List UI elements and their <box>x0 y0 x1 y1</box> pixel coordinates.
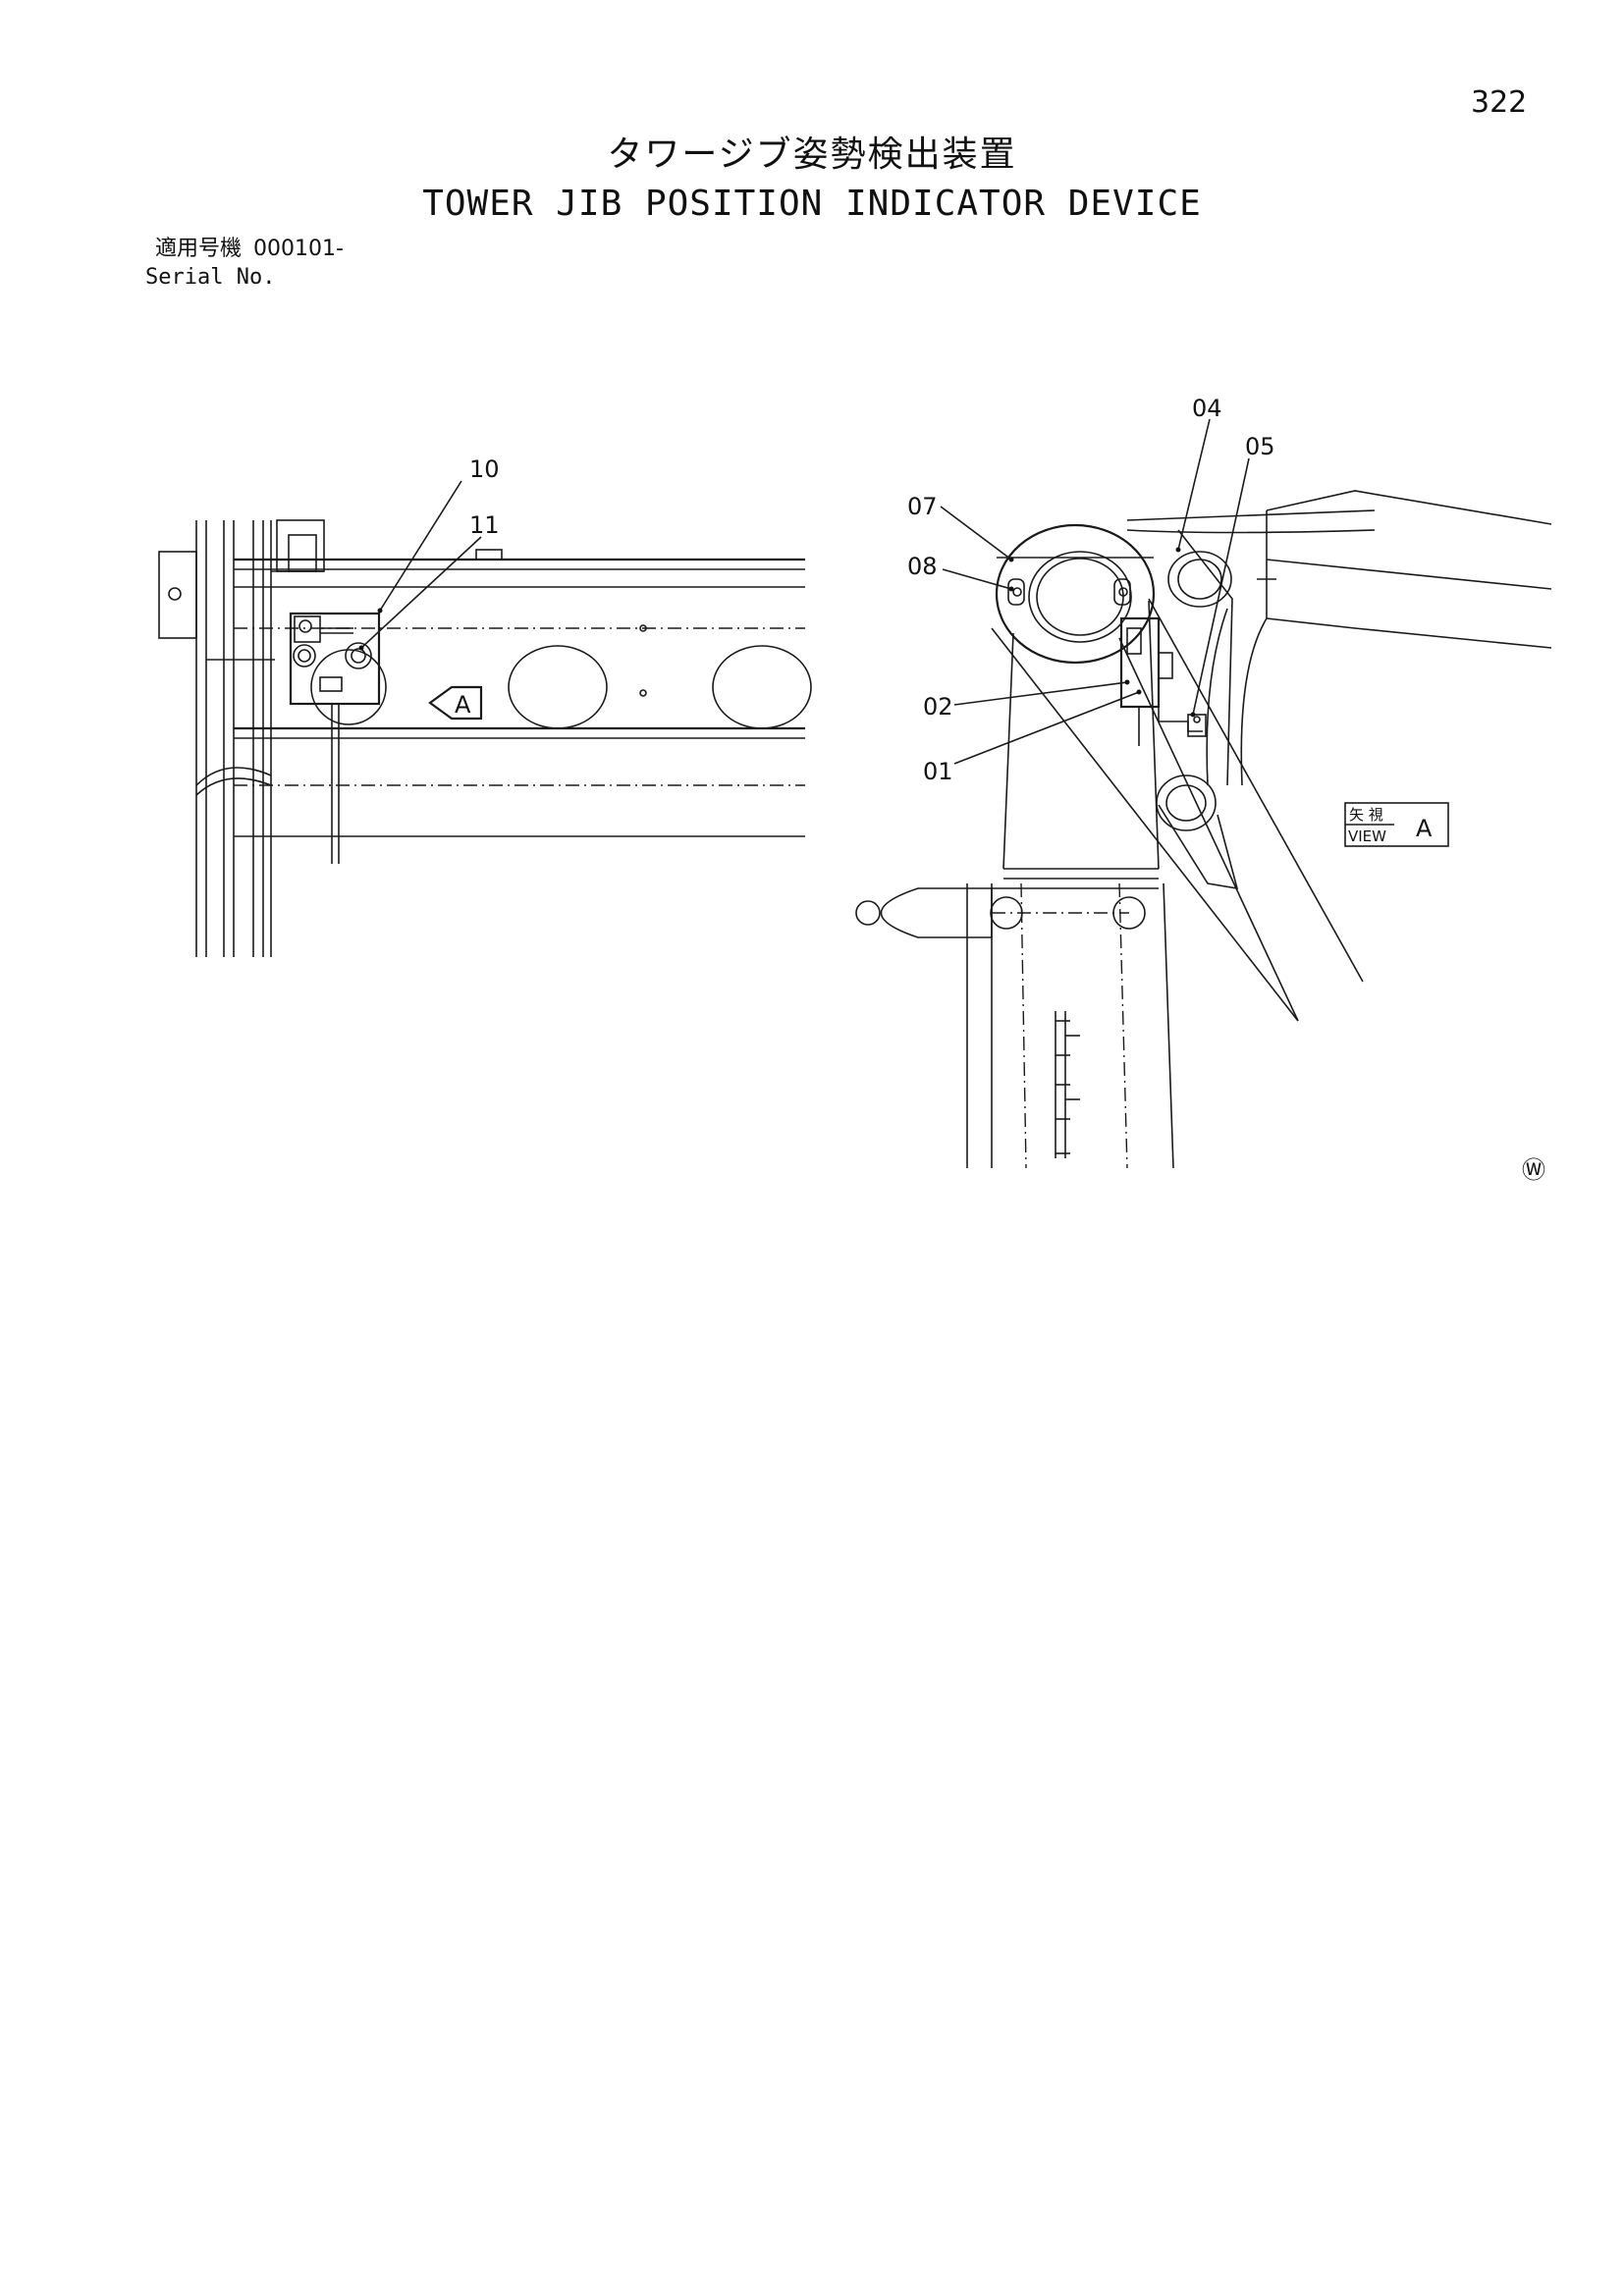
serial-label-english: Serial No. <box>145 265 276 290</box>
view-arrow-letter: A <box>455 691 471 719</box>
right-view-a: 07 08 04 05 02 01 矢 視 VIEW A <box>855 395 1552 1169</box>
callout-07: 07 <box>907 493 938 520</box>
callout-04: 04 <box>1192 395 1222 422</box>
page-number: 322 <box>1471 85 1528 120</box>
callout-10: 10 <box>469 455 500 483</box>
view-label-english: VIEW <box>1348 828 1386 845</box>
view-label-letter: A <box>1416 815 1433 842</box>
callout-05: 05 <box>1245 433 1275 460</box>
callout-01: 01 <box>923 758 953 785</box>
view-direction-arrow <box>428 685 483 721</box>
left-view-jib-side: 10 11 A <box>158 455 812 957</box>
serial-number-value: 000101- <box>253 237 344 261</box>
callout-02: 02 <box>923 693 953 721</box>
callout-08: 08 <box>907 553 938 580</box>
page-title-english: TOWER JIB POSITION INDICATOR DEVICE <box>422 184 1202 224</box>
page-title-japanese: タワージブ姿勢検出装置 <box>607 134 1017 175</box>
view-label-japanese: 矢 視 <box>1349 806 1383 824</box>
serial-label-japanese: 適用号機 <box>155 237 243 261</box>
callout-11: 11 <box>469 511 500 539</box>
copyright-mark: Ⓦ <box>1522 1156 1545 1184</box>
